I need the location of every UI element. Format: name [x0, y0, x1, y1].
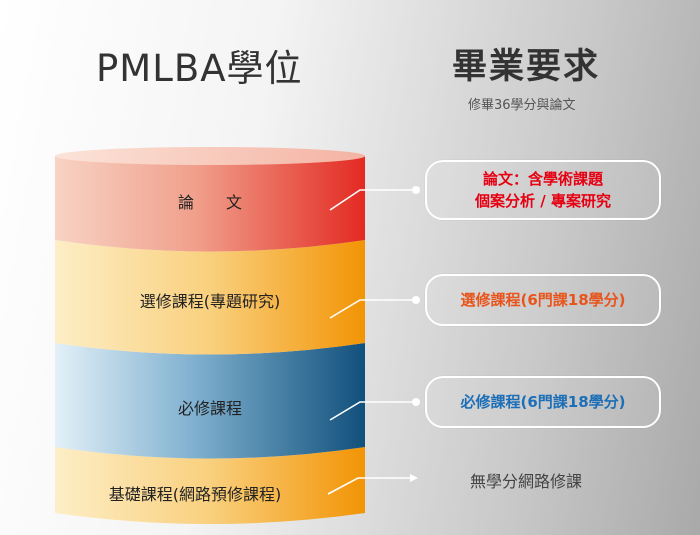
degree-title: PMLBA學位: [96, 47, 303, 90]
connector-elective: [329, 299, 415, 319]
requirement-required-box: 必修課程(6門課18學分): [425, 376, 661, 428]
connector-dot-required: [412, 398, 420, 406]
layer-label-thesis: 論 文: [177, 193, 242, 212]
cylinder-top: [55, 147, 365, 165]
connector-required: [329, 401, 415, 421]
connector-dot-thesis: [412, 186, 420, 194]
requirement-elective-box: 選修課程(6門課18學分): [425, 274, 661, 326]
requirements-title: 畢業要求: [452, 47, 601, 87]
connector-thesis: [329, 189, 415, 211]
layer-elective: [55, 240, 365, 355]
requirement-foundation-text: 無學分網路修課: [470, 472, 583, 491]
layer-label-elective: 選修課程(專題研究): [139, 292, 281, 311]
layer-required: [55, 343, 365, 459]
requirement-thesis-line1: 論文：含學術課題: [482, 170, 603, 188]
connector-arrow-foundation: [410, 474, 418, 482]
layer-label-required: 必修課程: [177, 399, 242, 418]
requirement-required-text: 必修課程(6門課18學分): [460, 393, 626, 411]
layer-thesis: [55, 156, 365, 252]
layer-label-foundation: 基礎課程(網路預修課程): [108, 485, 282, 504]
connector-dot-elective: [412, 296, 420, 304]
requirements-subtitle: 修畢36學分與論文: [468, 98, 576, 113]
requirement-thesis-line2: 個案分析 / 專案研究: [475, 192, 611, 210]
requirement-elective-text: 選修課程(6門課18學分): [460, 291, 626, 309]
layer-foundation: [55, 447, 365, 524]
requirement-thesis-box: 論文：含學術課題 個案分析 / 專案研究: [425, 160, 661, 220]
connector-foundation: [327, 477, 410, 495]
